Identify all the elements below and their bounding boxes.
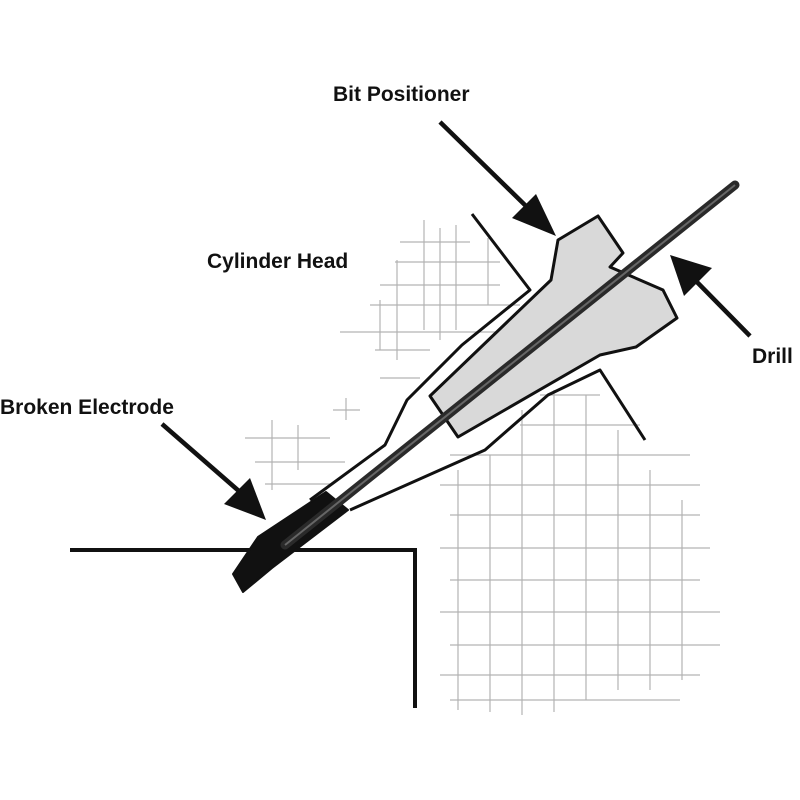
hatch-grid-left (245, 398, 360, 490)
bit-positioner-label: Bit Positioner (333, 83, 470, 106)
drill-bit (280, 180, 740, 550)
cylinder-head-bore (309, 213, 647, 512)
cylinder-head-label: Cylinder Head (207, 250, 349, 273)
broken-electrode-label: Broken Electrode (0, 396, 174, 419)
arrow-bit-positioner (438, 120, 556, 236)
arrow-drill (670, 255, 752, 338)
drill-label: Drill (752, 345, 793, 368)
cylinder-head-surface (70, 548, 417, 708)
arrow-broken-electrode (160, 422, 266, 520)
hatch-grid-lower (440, 390, 720, 715)
hatch-grid-upper (340, 220, 520, 379)
